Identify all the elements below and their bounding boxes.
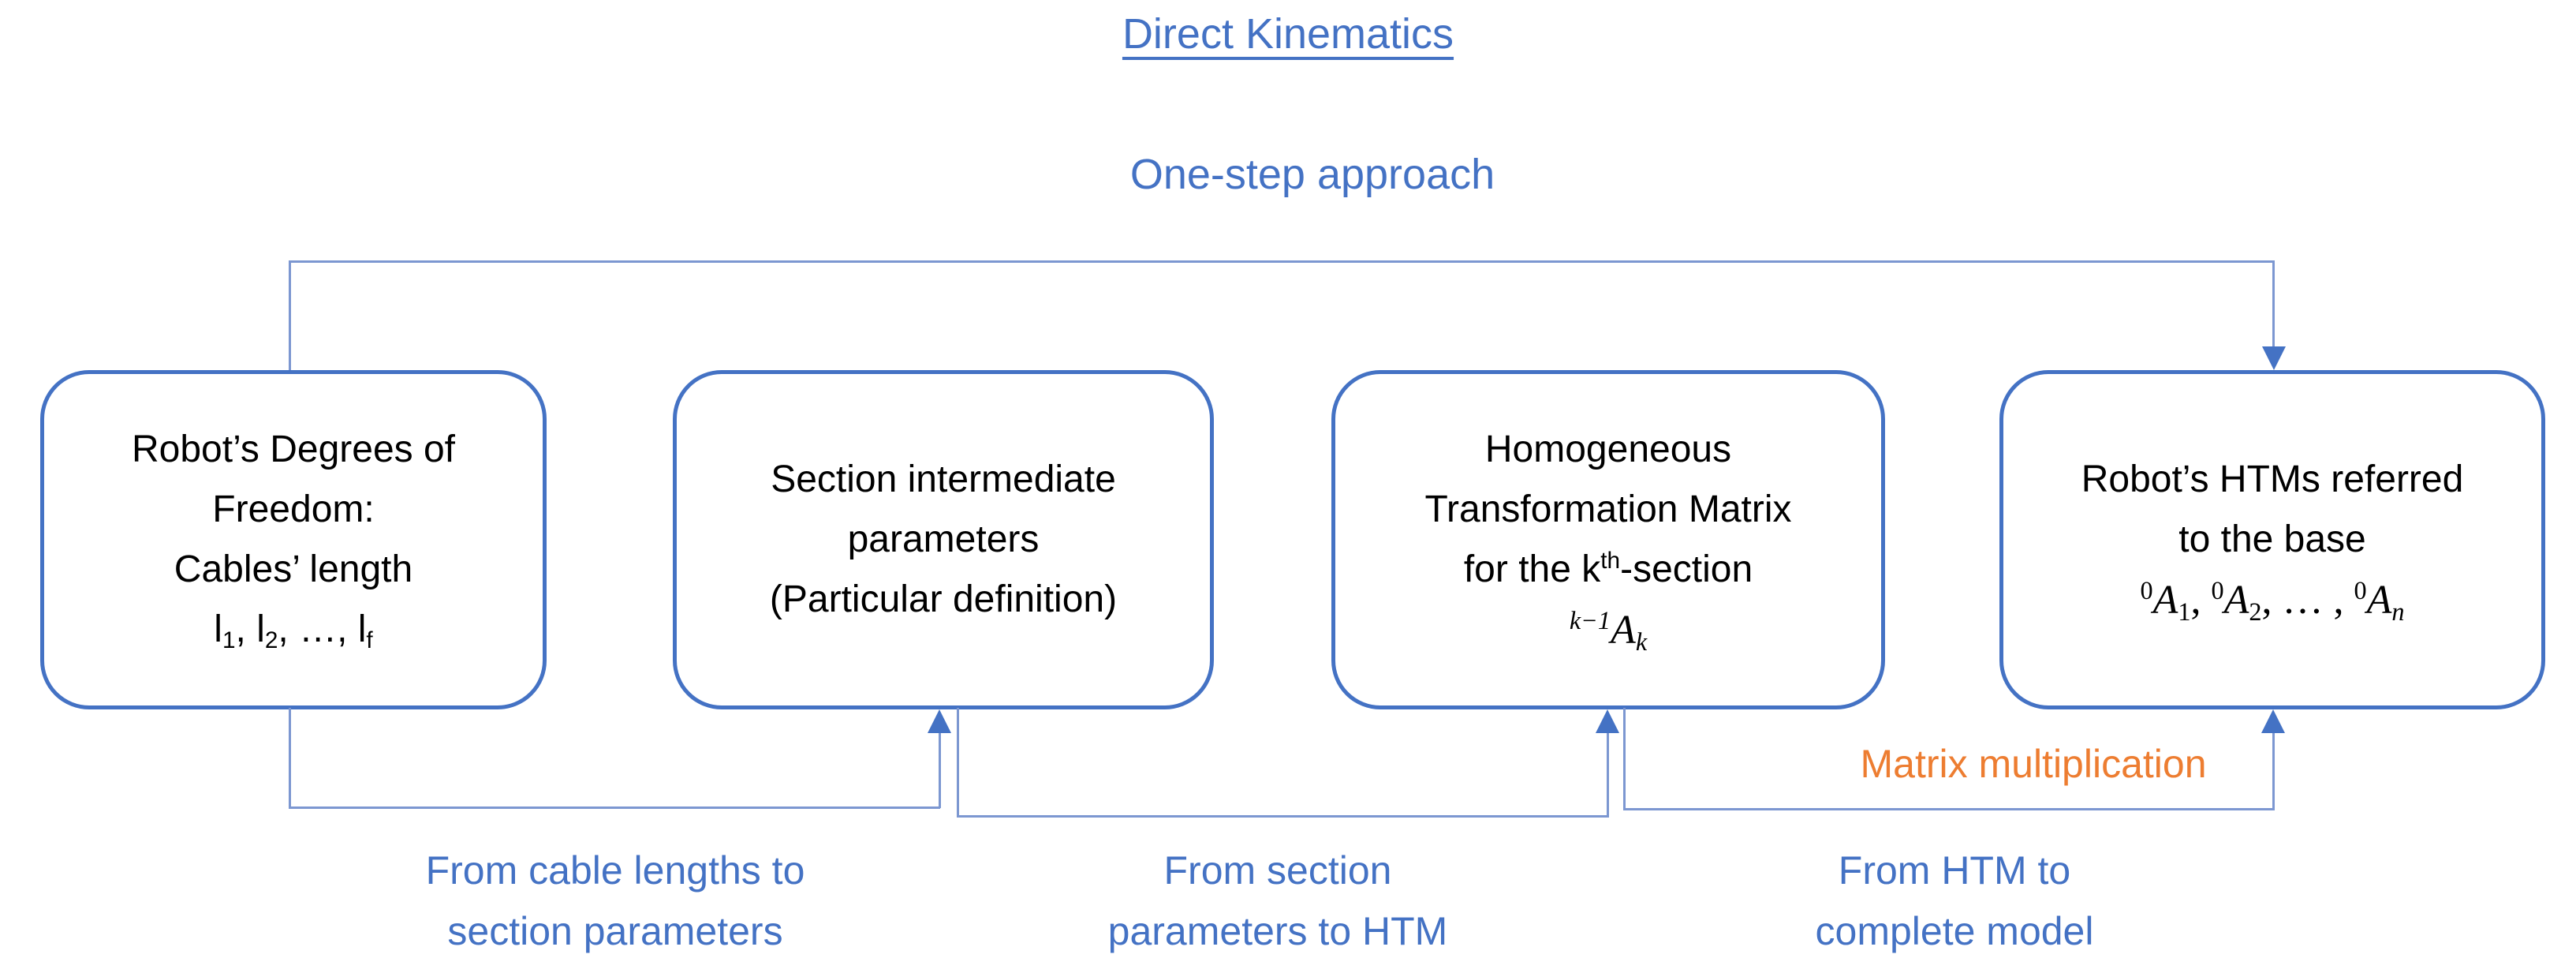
box-line: (Particular definition) (769, 578, 1118, 620)
connector1-hline (289, 806, 940, 809)
box-line: Robot’s HTMs referred (2081, 458, 2464, 500)
box-line: to the base (2178, 518, 2366, 560)
arrowhead-up-icon (928, 709, 951, 733)
box-math-line: k−1Ak (1569, 605, 1648, 656)
box-robot-dof: Robot’s Degrees of Freedom: Cables’ leng… (40, 370, 547, 709)
box-math-line: 0A1, 0A2, … , 0An (2140, 575, 2405, 626)
box-section-parameters: Section intermediate parameters (Particu… (673, 370, 1214, 709)
connector1-up-vline (939, 733, 941, 808)
edge-label-line: parameters to HTM (1107, 909, 1448, 953)
page-subtitle: One-step approach (1129, 151, 1495, 198)
box-line: Freedom: (212, 488, 375, 530)
box-line: parameters (847, 518, 1040, 560)
top-connector-left-vline (289, 261, 291, 370)
edge-label-line: From section (1163, 848, 1392, 893)
box-math-line: l1, l2, …, lf (214, 608, 373, 654)
edge-label-line: From HTM to (1838, 848, 2071, 893)
box-line: Transformation Matrix (1424, 488, 1792, 530)
arrowhead-down-icon (2262, 346, 2286, 370)
box-line: Homogeneous (1484, 428, 1732, 470)
box-line: for the kth-section (1463, 548, 1753, 590)
edge-label-line: section parameters (447, 909, 783, 953)
box-line: Cables’ length (174, 548, 413, 590)
connector1-down-vline (289, 708, 291, 807)
top-connector-hline (289, 260, 2275, 263)
connector3-hline (1623, 808, 2275, 810)
edge-label-line: complete model (1815, 909, 2094, 953)
connector2-up-vline (1607, 733, 1609, 817)
arrowhead-up-icon (2261, 709, 2285, 733)
annotation-matrix-multiplication: Matrix multiplication (1860, 742, 2207, 786)
connector3-down-vline (1623, 708, 1626, 809)
top-connector-right-vline (2272, 260, 2275, 347)
connector3-up-vline (2272, 733, 2275, 810)
edge-label-line: From cable lengths to (425, 848, 805, 893)
edge-label-htm-to-model: From HTM to complete model (1623, 840, 2286, 962)
connector2-hline (957, 815, 1609, 818)
page-title-text: Direct Kinematics (1122, 10, 1454, 58)
box-line: Robot’s Degrees of (131, 428, 455, 470)
box-htm-kth-section: Homogeneous Transformation Matrix for th… (1331, 370, 1885, 709)
connector2-down-vline (957, 708, 959, 816)
edge-label-cable-to-section: From cable lengths to section parameters (284, 840, 946, 962)
edge-label-section-to-htm: From section parameters to HTM (946, 840, 1609, 962)
box-robot-htms-base: Robot’s HTMs referred to the base 0A1, 0… (1999, 370, 2545, 709)
arrowhead-up-icon (1596, 709, 1619, 733)
page-title: Direct Kinematics (0, 6, 2576, 62)
box-line: Section intermediate (771, 458, 1116, 500)
